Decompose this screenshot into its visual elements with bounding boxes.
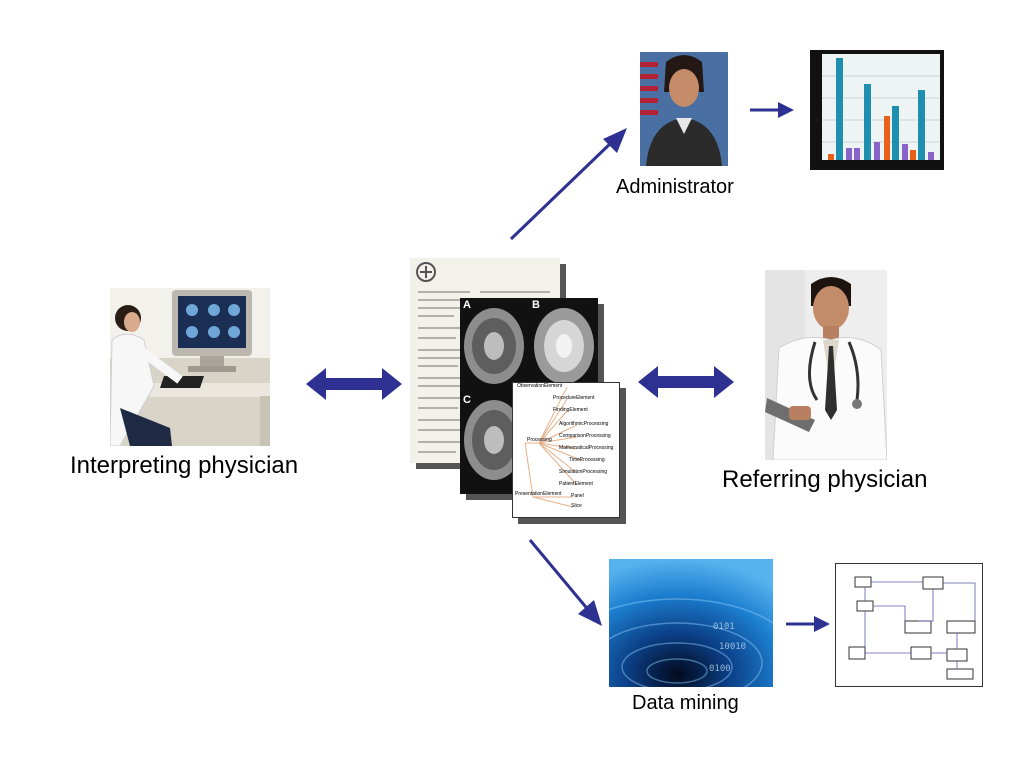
data-mining-label: Data mining	[632, 692, 739, 714]
referring-physician-label: Referring physician	[722, 466, 928, 493]
ontology-node-10: PresentationElement	[515, 491, 562, 497]
uml-diagram-icon	[835, 563, 983, 687]
uml-diagram-thumbnail	[835, 563, 983, 687]
administrator-label: Administrator	[616, 176, 734, 198]
double-arrow-icon	[638, 366, 734, 398]
panel-label-c: C	[463, 394, 471, 406]
binary-vortex-icon: 0101 10010 0100	[609, 559, 773, 687]
arrow-to-bar-chart	[750, 100, 794, 120]
ontology-node-2: FindingElement	[553, 407, 588, 413]
arrow-to-data-mining	[526, 536, 606, 628]
panel-label-b: B	[532, 299, 540, 311]
svg-text:0101: 0101	[713, 622, 735, 632]
ontology-node-9: PatientElement	[559, 481, 593, 487]
arrow-to-uml-diagram	[786, 614, 830, 634]
bar-chart-thumbnail	[810, 50, 944, 170]
ontology-node-3: Processing	[527, 437, 552, 443]
administrator-portrait-icon	[640, 52, 728, 166]
referring-physician-image	[765, 270, 887, 460]
ontology-node-1: ProcedureElement	[553, 395, 595, 401]
diagonal-arrow-icon	[528, 539, 602, 626]
right-arrow-icon	[750, 102, 794, 118]
ontology-node-11: Panel	[571, 493, 584, 499]
double-arrow-left	[306, 368, 402, 400]
double-arrow-icon	[306, 368, 402, 400]
arrow-to-administrator	[505, 125, 630, 245]
doctor-stethoscope-icon	[765, 270, 887, 460]
ontology-node-5: ComparisonProcessing	[559, 433, 611, 439]
right-arrow-icon	[786, 616, 830, 632]
ontology-node-4: AlgorithmicProcessing	[559, 421, 609, 427]
workstation-icon	[110, 288, 270, 446]
document-stack: A B C ObservationElement ProcedureElemen…	[410, 258, 630, 528]
interpreting-physician-label: Interpreting physician	[70, 452, 299, 479]
ontology-tree-edges	[524, 386, 584, 508]
double-arrow-right	[638, 366, 734, 398]
svg-text:10010: 10010	[719, 642, 746, 652]
ontology-tree-sheet: ObservationElement ProcedureElement Find…	[512, 382, 620, 518]
ontology-node-7: TimeProcessing	[569, 457, 605, 463]
svg-text:0100: 0100	[709, 664, 731, 674]
ontology-node-0: ObservationElement	[517, 383, 563, 389]
interpreting-physician-image	[110, 288, 270, 446]
bar-chart-icon	[810, 50, 944, 170]
data-mining-image: 0101 10010 0100	[609, 559, 773, 687]
panel-label-a: A	[463, 299, 471, 311]
administrator-image	[640, 52, 728, 166]
ontology-node-8: SimulationProcessing	[559, 469, 608, 475]
ontology-node-6: MathematicalProcessing	[559, 445, 614, 451]
ontology-node-12: Slice	[571, 503, 582, 509]
diagonal-arrow-icon	[509, 128, 627, 241]
report-text-lines	[416, 262, 550, 453]
brain-scan-icon	[464, 308, 594, 480]
